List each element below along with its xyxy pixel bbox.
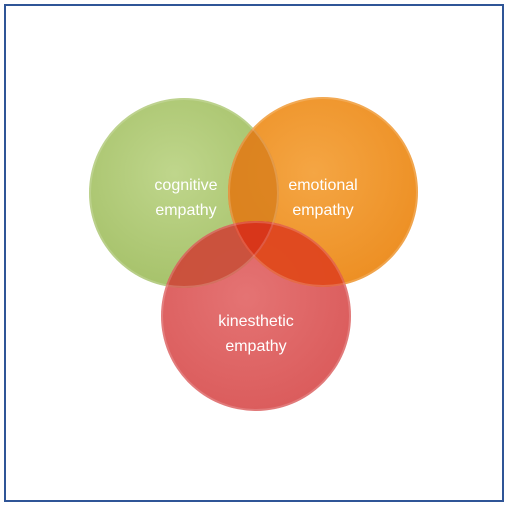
label-cognitive-line1: cognitive	[154, 177, 217, 194]
rim-cognitive	[89, 98, 279, 288]
rim-emotional	[228, 97, 418, 287]
label-kinesthetic-line2: empathy	[225, 338, 286, 355]
overlap-emotional-kinesthetic	[228, 221, 351, 287]
label-cognitive-line2: empathy	[155, 202, 216, 219]
overlap-cognitive-kinesthetic	[161, 221, 279, 288]
label-kinesthetic-line1: kinesthetic	[218, 313, 294, 330]
label-emotional-line1: emotional	[288, 177, 357, 194]
rim-kinesthetic	[161, 221, 351, 411]
label-emotional-line2: empathy	[292, 202, 353, 219]
